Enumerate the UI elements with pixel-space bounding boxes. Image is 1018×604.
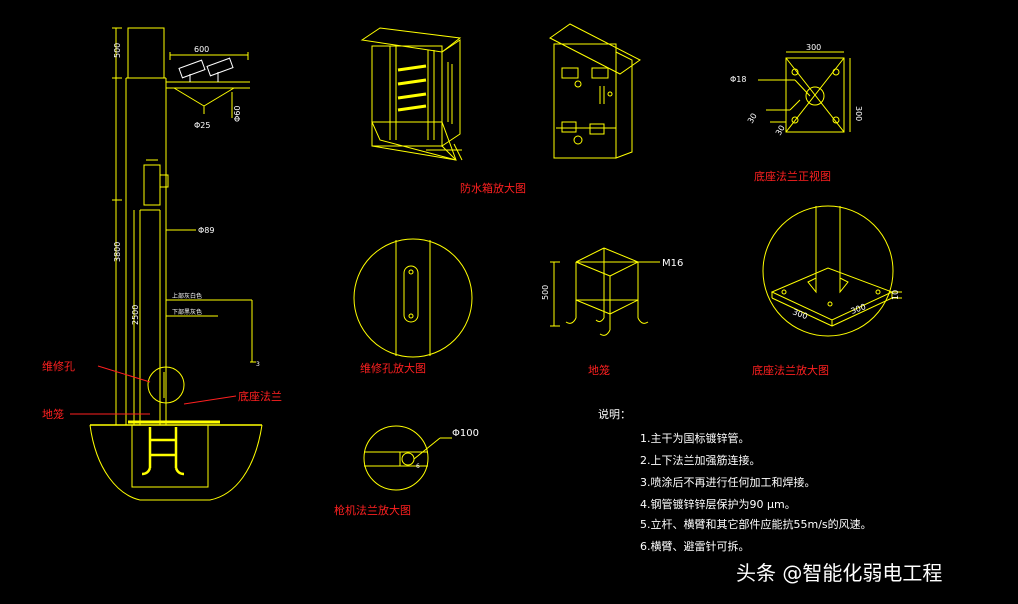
camera-small: 6 (416, 463, 420, 470)
callout-cage: 地笼 (42, 407, 64, 421)
flange-zoom-drawing (762, 205, 902, 337)
label-small: 3 (256, 361, 260, 368)
caption-repair-zoom: 维修孔放大图 (360, 361, 426, 375)
note-item: 2.上下法兰加强筋连接。 (640, 453, 761, 467)
note-item: 5.立杆、横臂和其它部件应能抗55m/s的风速。 (640, 517, 872, 531)
dim-600: 600 (194, 45, 209, 54)
flange-front-30a: 30 (746, 112, 759, 125)
notes-title: 说明： (598, 407, 631, 421)
caption-cage: 地笼 (588, 363, 610, 377)
dim-phi25: Φ25 (194, 121, 210, 130)
flange-front-phi18: Φ18 (730, 75, 746, 84)
caption-camera-flange: 枪机法兰放大图 (334, 503, 411, 517)
callout-repair-hole: 维修孔 (42, 359, 75, 373)
cage-m16: M16 (662, 258, 683, 269)
note-item: 1.主干为国标镀锌管。 (640, 431, 750, 445)
cage-500: 500 (541, 285, 550, 300)
box-closed-drawing (549, 23, 641, 159)
note-item: 3.喷涂后不再进行任何加工和焊接。 (640, 475, 816, 489)
pole-elevation (89, 27, 263, 501)
dim-2500: 2500 (131, 305, 140, 325)
caption-flange-front: 底座法兰正视图 (754, 169, 831, 183)
dim-500: 500 (113, 43, 122, 58)
label-upper-color: 上部灰白色 (172, 292, 202, 300)
caption-box: 防水箱放大图 (460, 181, 526, 195)
callout-base-flange: 底座法兰 (238, 389, 282, 403)
flange-front-width: 300 (806, 43, 821, 52)
dim-phi89: Φ89 (198, 226, 214, 235)
notes-block: 说明： 1.主干为国标镀锌管。 2.上下法兰加强筋连接。 3.喷涂后不再进行任何… (598, 407, 872, 553)
caption-flange-zoom: 底座法兰放大图 (752, 363, 829, 377)
label-lower-color: 下部黑灰色 (172, 308, 202, 316)
flange-zoom-a: 300 (791, 307, 808, 321)
repair-hole-zoom-drawing (353, 238, 473, 358)
note-item: 6.横臂、避雷针可拆。 (640, 539, 750, 553)
flange-zoom-c: 10 (891, 290, 900, 300)
dim-3800: 3800 (113, 242, 122, 262)
camera-flange-drawing (363, 425, 452, 491)
note-item: 4.钢管镀锌锌层保护为90 μm。 (640, 497, 796, 511)
watermark: 头条 @智能化弱电工程 (736, 561, 942, 585)
dim-phi60: Φ60 (233, 106, 242, 122)
camera-icon (178, 57, 234, 82)
flange-front-height: 300 (854, 106, 863, 121)
flange-front-30b: 30 (774, 124, 787, 137)
cage-drawing (550, 247, 660, 336)
camera-phi100: Φ100 (452, 428, 479, 439)
box-open-drawing (360, 27, 463, 161)
flange-front-drawing (758, 51, 851, 133)
